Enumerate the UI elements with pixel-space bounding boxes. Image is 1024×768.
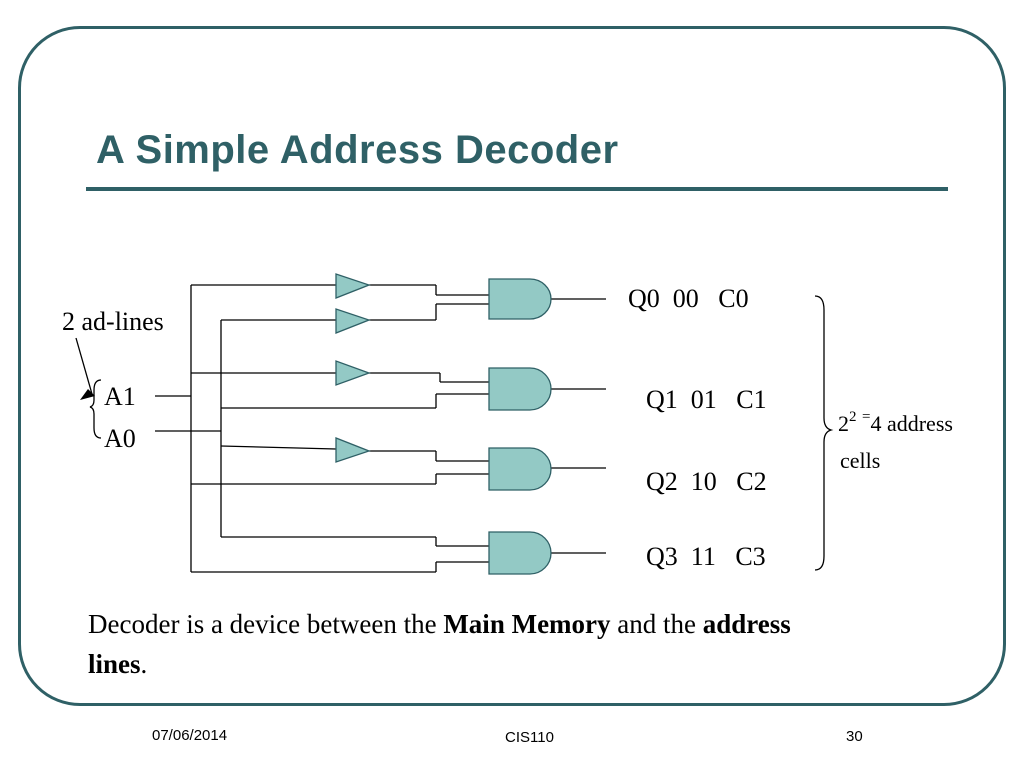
description-part: . [140,649,148,679]
description-part: Decoder is a device between the [88,609,444,639]
slide-frame [18,26,1006,706]
cells-note-base: 2 [838,411,849,436]
output-cell: C2 [736,467,767,496]
cells-note-rest: 4 address [870,411,953,436]
output-row-2: Q2 10 C2 [646,467,767,497]
output-row-1: Q1 01 C1 [646,385,767,415]
output-cell: C0 [718,284,749,313]
ad-lines-arrow [75,337,93,395]
cells-note-line2: cells [840,448,881,473]
description-bold-main-memory: Main Memory [443,609,611,639]
cells-note-exponent: 2 [849,409,857,425]
not-gate [335,308,371,334]
title-underline [86,187,948,191]
description-part: and the [610,609,703,639]
ad-lines-label: 2 ad-lines [62,307,164,336]
description-text: Decoder is a device between the Main Mem… [88,604,848,684]
footer-date: 07/06/2014 [152,727,228,744]
output-q: Q1 [646,385,678,414]
output-brace [814,295,834,571]
output-row-3: Q3 11 C3 [646,542,766,572]
not-gate [335,273,371,299]
cells-note: 22 =4 address [838,409,953,437]
output-q: Q3 [646,542,678,571]
output-q: Q0 [628,284,660,313]
slide-title: A Simple Address Decoder [96,128,619,172]
arrow-head [80,389,95,400]
wire [220,445,337,450]
output-code: 00 [672,284,699,313]
output-code: 01 [690,385,717,414]
footer-page-number: 30 [846,728,863,745]
output-cell: C1 [736,385,767,414]
output-code: 10 [690,467,717,496]
output-cell: C3 [735,542,766,571]
not-gate [335,360,371,386]
input-label-a0: A0 [104,424,136,453]
input-brace [89,379,102,439]
input-label-a1: A1 [104,382,136,411]
and-gate-2 [488,447,552,491]
description-bold-address-lines: address lines [88,609,791,679]
and-gate-1 [488,367,552,411]
output-row-0: Q0 00 C0 [628,284,749,314]
and-gate-3 [488,531,552,575]
output-q: Q2 [646,467,678,496]
output-code: 11 [690,542,716,571]
footer-course: CIS110 [505,729,554,746]
not-gate [335,437,371,463]
cells-note-equals: = [862,409,871,425]
and-gate-0 [488,278,552,320]
